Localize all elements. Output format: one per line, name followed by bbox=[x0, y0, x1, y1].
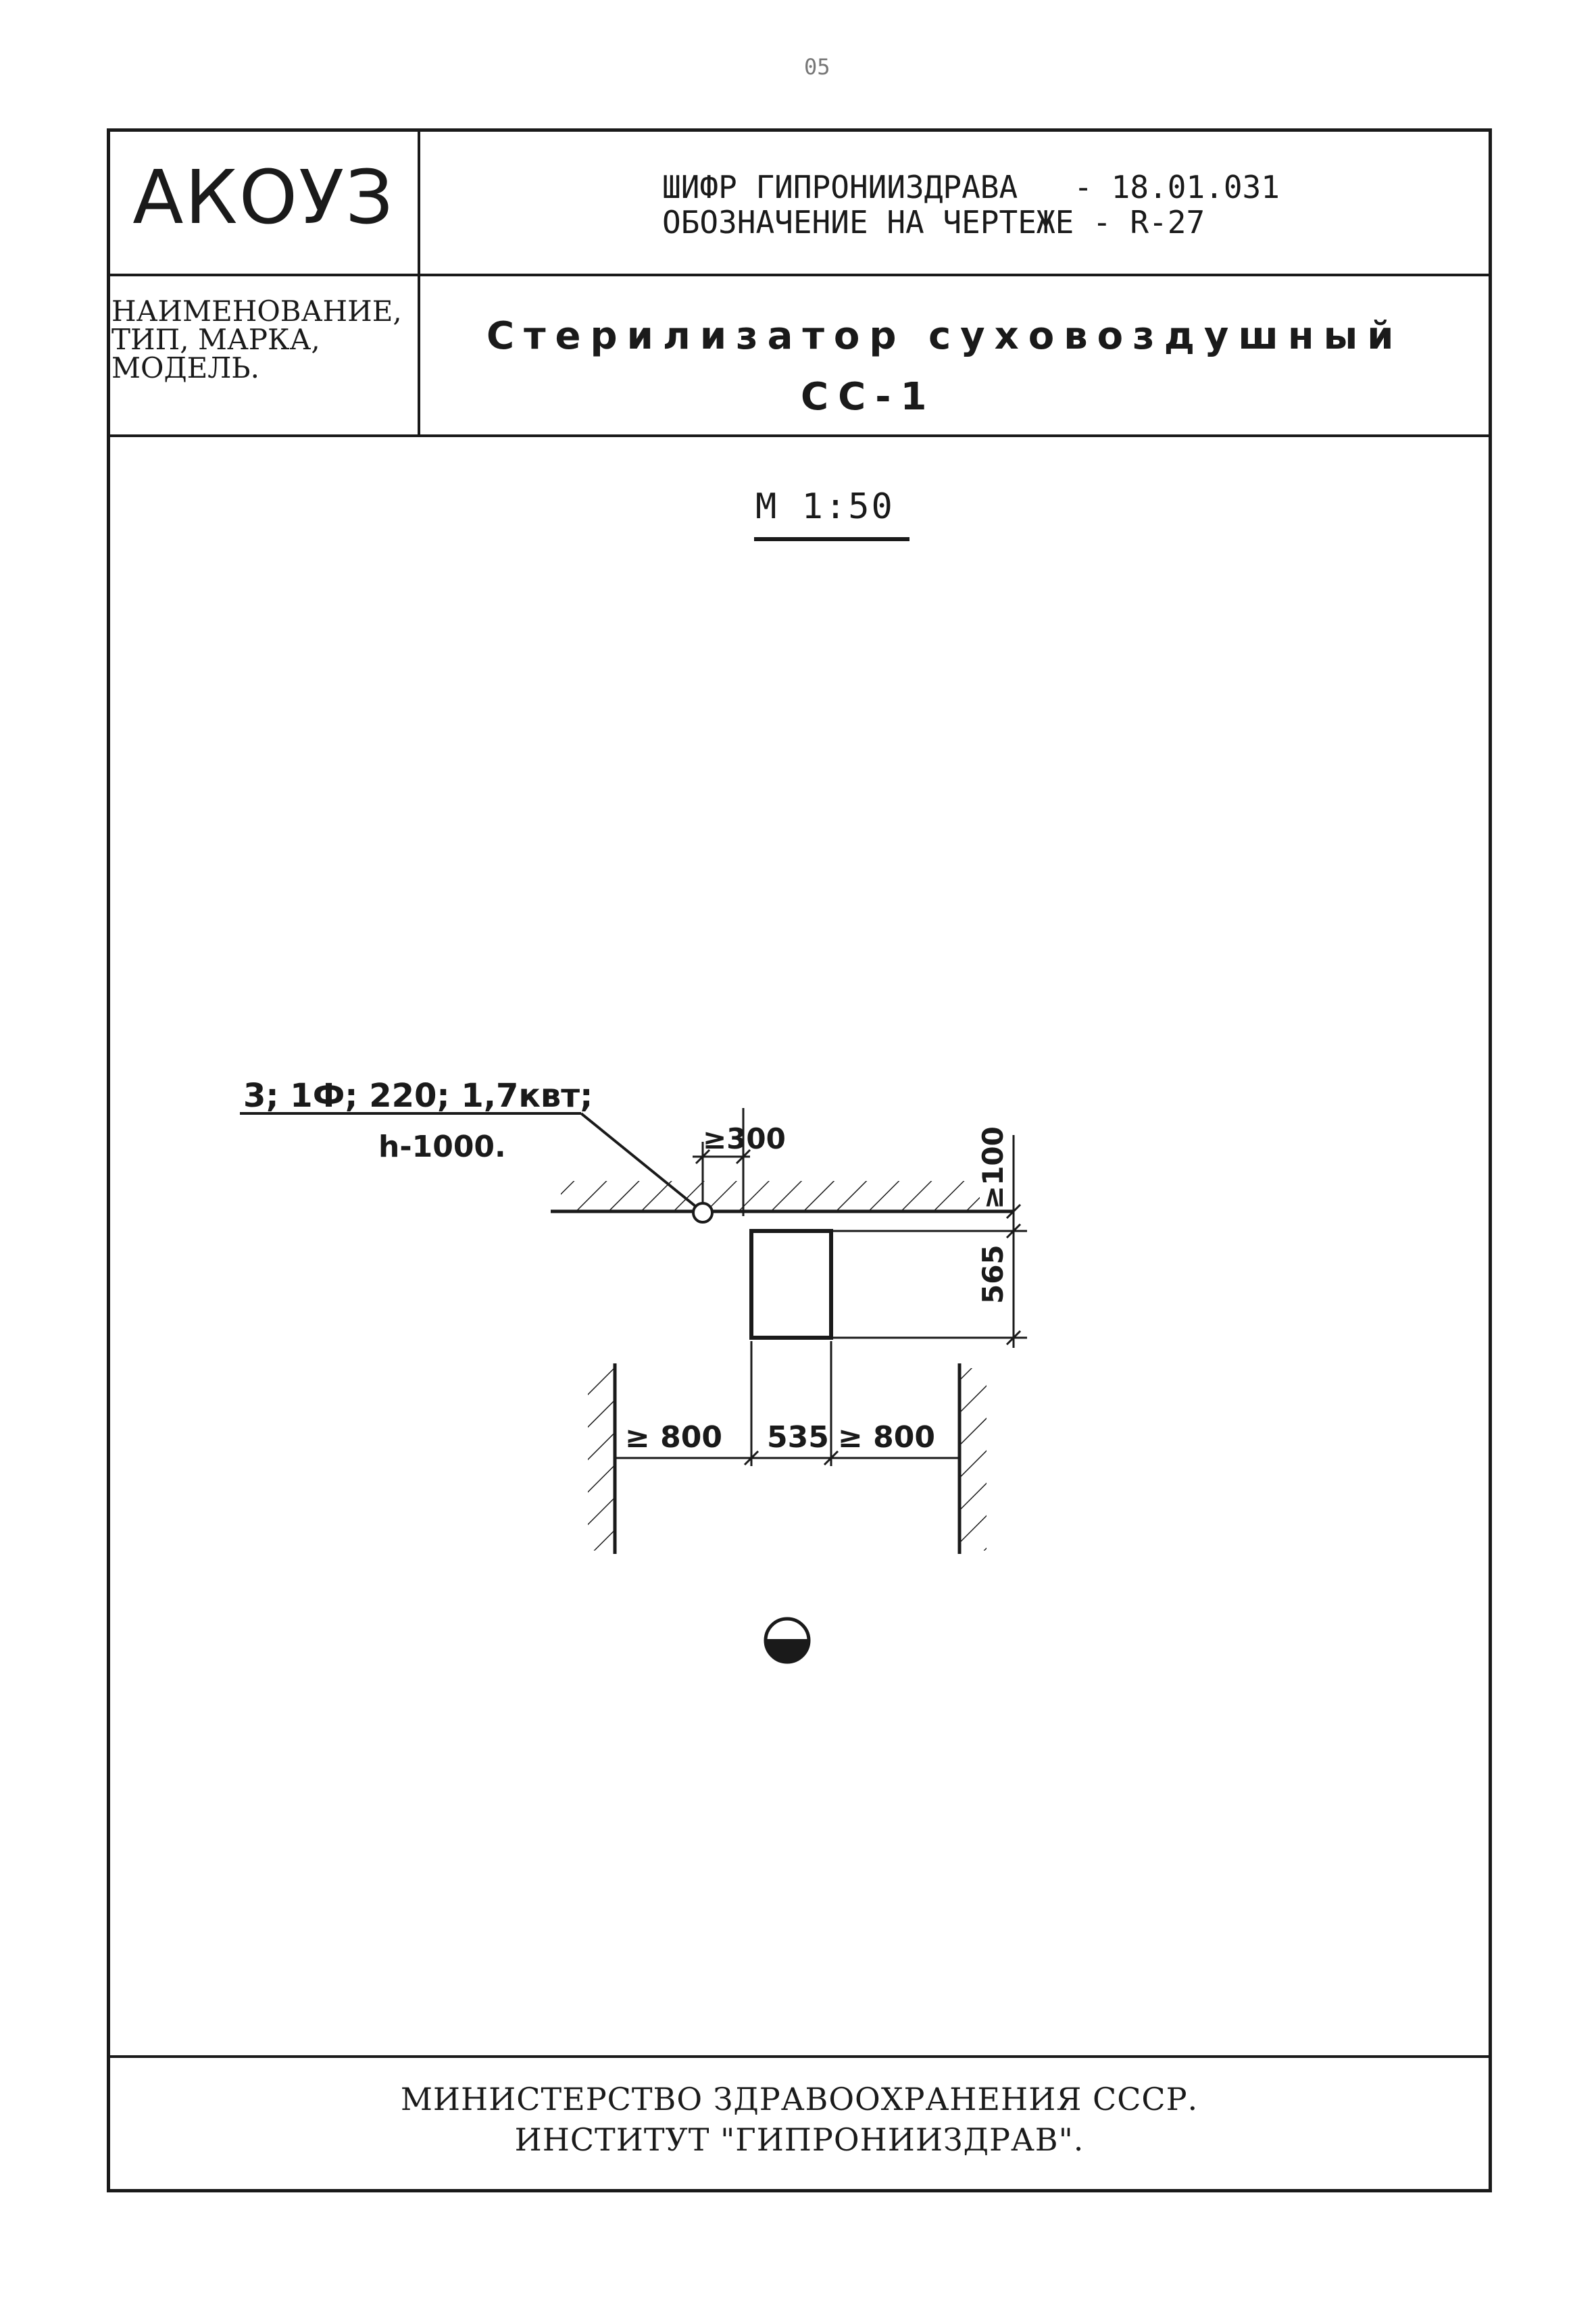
dim-bottom-tick-right bbox=[823, 1450, 839, 1466]
sterilizer-symbol-fill bbox=[766, 1640, 809, 1662]
dim-right-label: ≥ 800 bbox=[838, 1420, 935, 1455]
left-wall-hatching bbox=[588, 1368, 614, 1551]
sterilizer-outline bbox=[749, 1229, 833, 1340]
height-label: h-1000. bbox=[378, 1130, 506, 1164]
dim-top-tick-right bbox=[735, 1149, 751, 1165]
wall-hatching bbox=[561, 1181, 980, 1211]
dim-bottom-tick-left bbox=[743, 1450, 759, 1466]
power-label: 3; 1Ф; 220; 1,7квт; bbox=[243, 1077, 593, 1115]
footer-divider bbox=[107, 2055, 1492, 2058]
dim-top-tick-left bbox=[695, 1149, 711, 1165]
right-wall-hatching bbox=[961, 1368, 987, 1551]
name-row-divider bbox=[107, 434, 1492, 437]
dim-right-tick-2 bbox=[1005, 1223, 1022, 1239]
dim-right-top-label: ≥100 bbox=[976, 1126, 1009, 1209]
equipment-model: СС-1 bbox=[801, 375, 937, 419]
header-column-divider bbox=[418, 128, 420, 436]
organization-logo: АКОУЗ bbox=[132, 154, 395, 241]
name-row-label: НАИМЕНОВАНИЕ, ТИП, МАРКА, МОДЕЛЬ. bbox=[111, 295, 402, 384]
footer-ministry: МИНИСТЕРСТВО ЗДРАВООХРАНЕНИЯ СССР. bbox=[400, 2081, 1199, 2117]
header-divider bbox=[107, 274, 1492, 276]
project-code-line2: ОБОЗНАЧЕНИЕ НА ЧЕРТЕЖЕ - R-27 bbox=[662, 204, 1205, 241]
dim-width-label: 535 bbox=[767, 1420, 829, 1455]
equipment-title: Стерилизатор суховоздушный bbox=[487, 314, 1403, 358]
dim-right-tick-3 bbox=[1005, 1330, 1022, 1346]
sheet-frame bbox=[107, 128, 1492, 2192]
project-code-line1: ШИФР ГИПРОНИИЗДРАВА - 18.01.031 bbox=[662, 169, 1280, 205]
drawing-scale: М 1:50 bbox=[755, 486, 895, 527]
socket-icon bbox=[692, 1202, 714, 1224]
dim-depth-label: 565 bbox=[976, 1244, 1009, 1304]
drawing-scale-underline bbox=[754, 537, 909, 541]
dim-right-tick-1 bbox=[1005, 1203, 1022, 1219]
dim-left-label: ≥ 800 bbox=[625, 1420, 722, 1455]
footer-institute: ИНСТИТУТ "ГИПРОНИИЗДРАВ". bbox=[514, 2121, 1084, 2158]
dim-top-label: ≥300 bbox=[703, 1122, 786, 1155]
page-corner-mark: 05 bbox=[804, 54, 830, 80]
